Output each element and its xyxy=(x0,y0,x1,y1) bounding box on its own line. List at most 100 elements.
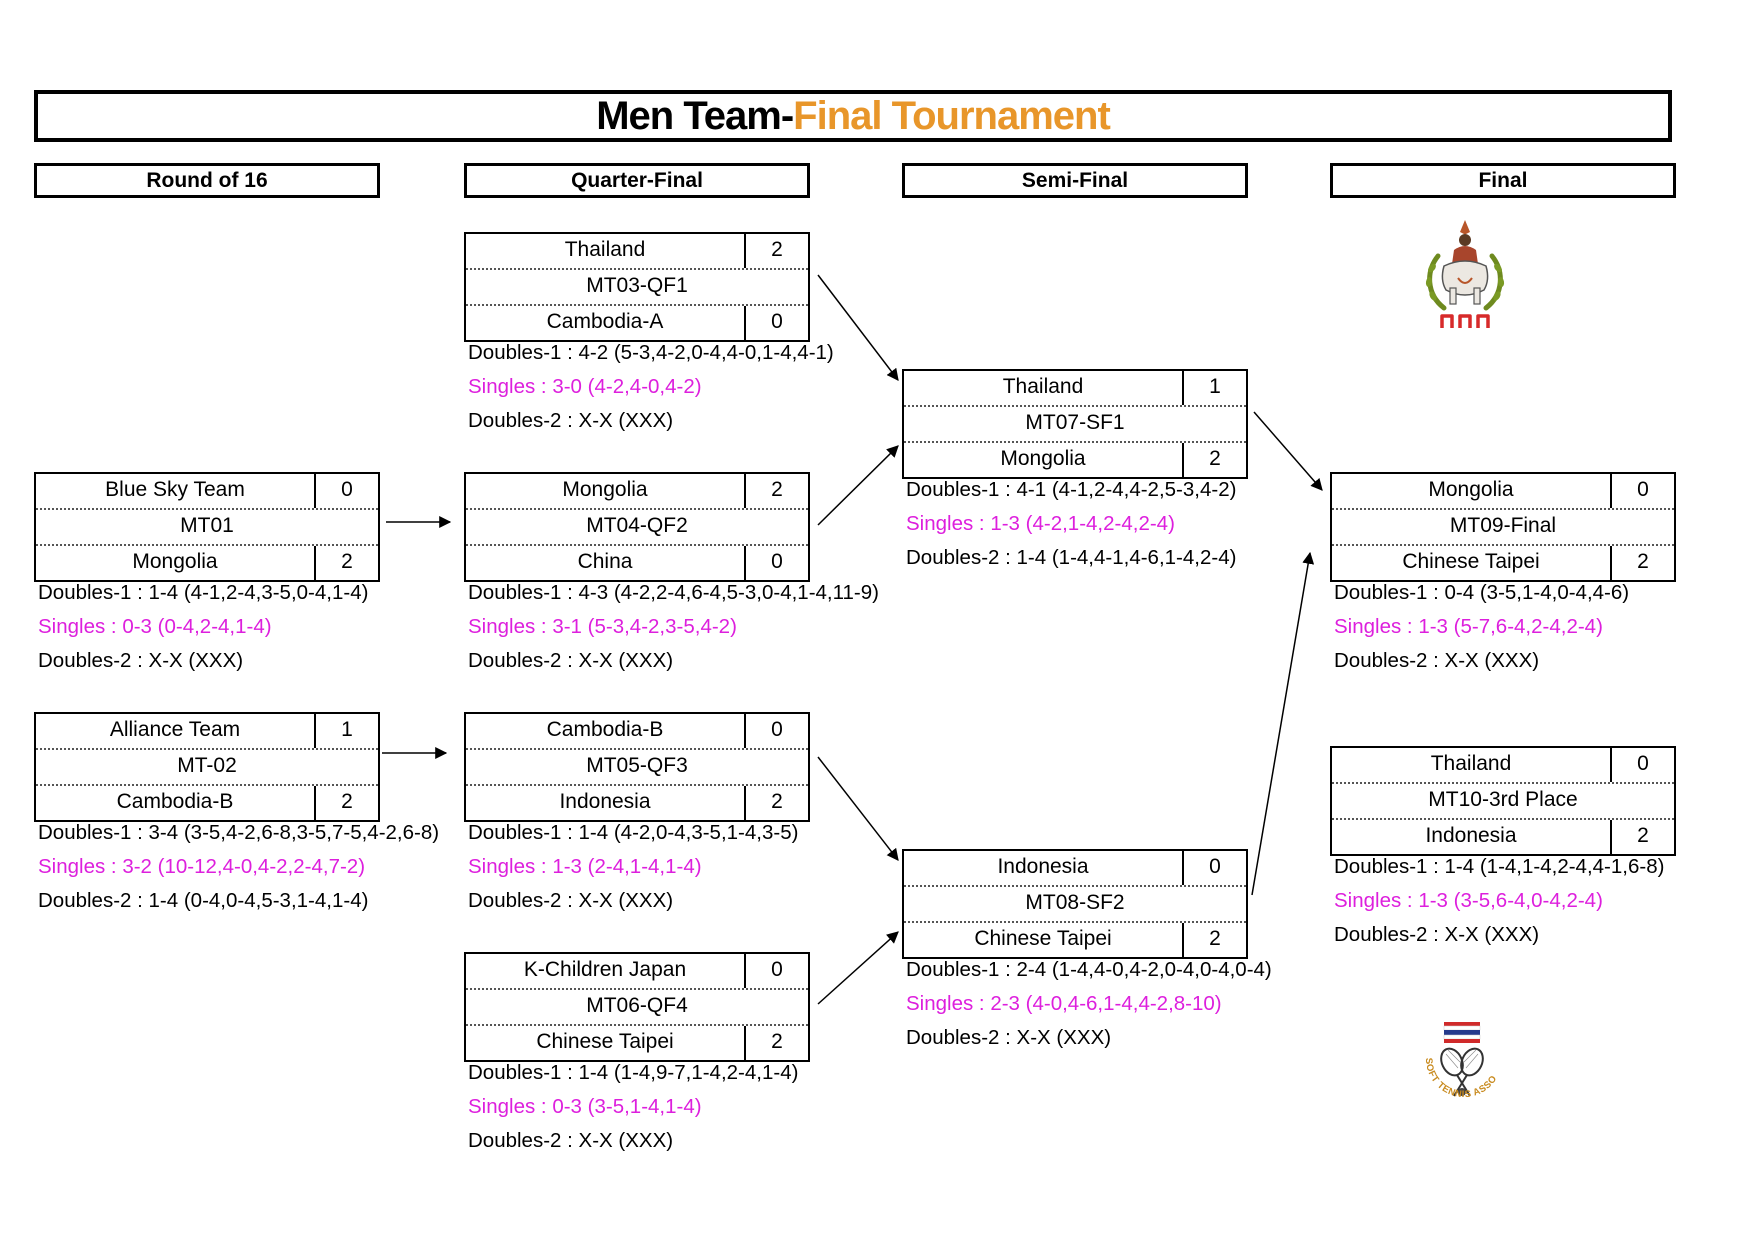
emblem-thai-letters xyxy=(1440,314,1490,328)
team-score: 2 xyxy=(744,474,808,508)
result-singles: Singles : 0-3 (3-5,1-4,1-4) xyxy=(468,1095,702,1118)
result-doubles-2: Doubles-2 : X-X (XXX) xyxy=(468,889,674,912)
result-doubles-1: Doubles-1 : 2-4 (1-4,4-0,4-2,0-4,0-4,0-4… xyxy=(906,958,1272,981)
team-name: Mongolia xyxy=(1428,478,1514,501)
match-code-row: MT03-QF1 xyxy=(466,268,808,304)
match-code-row: MT06-QF4 xyxy=(466,988,808,1024)
team-name: Blue Sky Team xyxy=(105,478,245,501)
match-results-sf1: Doubles-1 : 4-1 (4-1,2-4,4-2,5-3,4-2) Sin… xyxy=(906,473,1236,575)
round-header-final: Final xyxy=(1330,163,1676,198)
match-code: MT07-SF1 xyxy=(1025,411,1125,434)
match-results-qf3: Doubles-1 : 1-4 (4-2,0-4,3-5,1-4,3-5)Sin… xyxy=(468,816,798,918)
round-header-r16: Round of 16 xyxy=(34,163,380,198)
match-code: MT-02 xyxy=(177,754,237,777)
match-code: MT03-QF1 xyxy=(586,274,688,297)
match-code: MT09-Final xyxy=(1449,514,1557,537)
team-name: Mongolia xyxy=(1000,447,1086,470)
team-score: 2 xyxy=(744,1026,808,1060)
page-title: Men Team-Final Tournament xyxy=(34,90,1672,142)
team-name: Cambodia-B xyxy=(116,790,234,813)
team-score: 2 xyxy=(314,546,378,580)
result-singles: Singles : 1-3 (4-2,1-4,2-4,2-4) xyxy=(906,512,1175,535)
title-main: Men Team- xyxy=(596,94,794,138)
match-results-qf2: Doubles-1 : 4-3 (4-2,2-4,6-4,5-3,0-4,1-4… xyxy=(468,576,879,678)
team-score: 0 xyxy=(1182,851,1246,885)
team-name: Indonesia xyxy=(559,790,651,813)
match-code-row: MT10-3rd Place xyxy=(1332,782,1674,818)
team-score: 1 xyxy=(1182,371,1246,405)
team-name: Thailand xyxy=(1430,752,1512,775)
team-row-1: Mongolia 0 xyxy=(1332,474,1674,508)
team-score: 0 xyxy=(1610,474,1674,508)
team-name: Thailand xyxy=(1002,375,1084,398)
result-doubles-1: Doubles-1 : 0-4 (3-5,1-4,0-4,4-6) xyxy=(1334,581,1630,604)
match-code-row: MT01 xyxy=(36,508,378,544)
team-row-1: Mongolia 2 xyxy=(466,474,808,508)
team-score: 2 xyxy=(744,234,808,268)
team-name: Cambodia-B xyxy=(546,718,664,741)
match-code-row: MT05-QF3 xyxy=(466,748,808,784)
round-header-sf: Semi-Final xyxy=(902,163,1248,198)
team-row-1: Cambodia-B 0 xyxy=(466,714,808,748)
result-doubles-1: Doubles-1 : 4-1 (4-1,2-4,4-2,5-3,4-2) xyxy=(906,478,1237,501)
royal-emblem-icon xyxy=(1425,220,1505,328)
match-code-row: MT09-Final xyxy=(1332,508,1674,544)
result-singles: Singles : 1-3 (5-7,6-4,2-4,2-4) xyxy=(1334,615,1603,638)
result-doubles-1: Doubles-1 : 4-3 (4-2,2-4,6-4,5-3,0-4,1-4… xyxy=(468,581,879,604)
team-name: China xyxy=(577,550,633,573)
result-singles: Singles : 3-2 (10-12,4-0,4-2,2-4,7-2) xyxy=(38,855,366,878)
match-results-mt02: Doubles-1 : 3-4 (3-5,4-2,6-8,3-5,7-5,4-2… xyxy=(38,816,439,918)
match-code-row: MT08-SF2 xyxy=(904,885,1246,921)
result-singles: Singles : 1-3 (2-4,1-4,1-4) xyxy=(468,855,702,878)
team-name: Mongolia xyxy=(562,478,648,501)
match-code: MT05-QF3 xyxy=(586,754,688,777)
match-code: MT08-SF2 xyxy=(1025,891,1125,914)
team-score: 2 xyxy=(1610,820,1674,854)
team-score: 2 xyxy=(1182,923,1246,957)
result-doubles-2: Doubles-2 : X-X (XXX) xyxy=(38,649,244,672)
result-doubles-2: Doubles-2 : X-X (XXX) xyxy=(468,649,674,672)
match-code-row: MT07-SF1 xyxy=(904,405,1246,441)
result-doubles-1: Doubles-1 : 3-4 (3-5,4-2,6-8,3-5,7-5,4-2… xyxy=(38,821,440,844)
title-accent: Final Tournament xyxy=(793,94,1111,138)
result-singles: Singles : 3-1 (5-3,4-2,3-5,4-2) xyxy=(468,615,737,638)
team-name: Chinese Taipei xyxy=(1402,550,1540,573)
match-code: MT01 xyxy=(180,514,234,537)
result-doubles-2: Doubles-2 : X-X (XXX) xyxy=(906,1026,1112,1049)
result-singles: Singles : 3-0 (4-2,4-0,4-2) xyxy=(468,375,702,398)
connector-sf1-final xyxy=(1253,411,1323,491)
team-name: Chinese Taipei xyxy=(536,1030,674,1053)
team-name: Chinese Taipei xyxy=(974,927,1112,950)
round-header-qf: Quarter-Final xyxy=(464,163,810,198)
team-score: 2 xyxy=(1182,443,1246,477)
team-name: Alliance Team xyxy=(109,718,241,741)
match-results-mt01: Doubles-1 : 1-4 (4-1,2-4,3-5,0-4,1-4)Sin… xyxy=(38,576,368,678)
team-name: K-Children Japan xyxy=(523,958,687,981)
team-score: 0 xyxy=(744,306,808,340)
result-doubles-1: Doubles-1 : 1-4 (4-1,2-4,3-5,0-4,1-4) xyxy=(38,581,369,604)
team-score: 0 xyxy=(744,714,808,748)
result-doubles-2: Doubles-2 : 1-4 (0-4,0-4,5-3,1-4,1-4) xyxy=(38,889,369,912)
soft-tennis-association-logo: SOFT TENNIS ASSOCIATION OF THAILAND xyxy=(1408,1018,1499,1100)
team-name: Cambodia-A xyxy=(546,310,664,333)
team-name: Thailand xyxy=(564,238,646,261)
result-doubles-2: Doubles-2 : X-X (XXX) xyxy=(468,1129,674,1152)
result-doubles-2: Doubles-2 : X-X (XXX) xyxy=(1334,923,1540,946)
match-results-qf1: Doubles-1 : 4-2 (5-3,4-2,0-4,4-0,1-4,4-1… xyxy=(468,336,834,438)
connector-qf2-sf1 xyxy=(817,445,899,526)
